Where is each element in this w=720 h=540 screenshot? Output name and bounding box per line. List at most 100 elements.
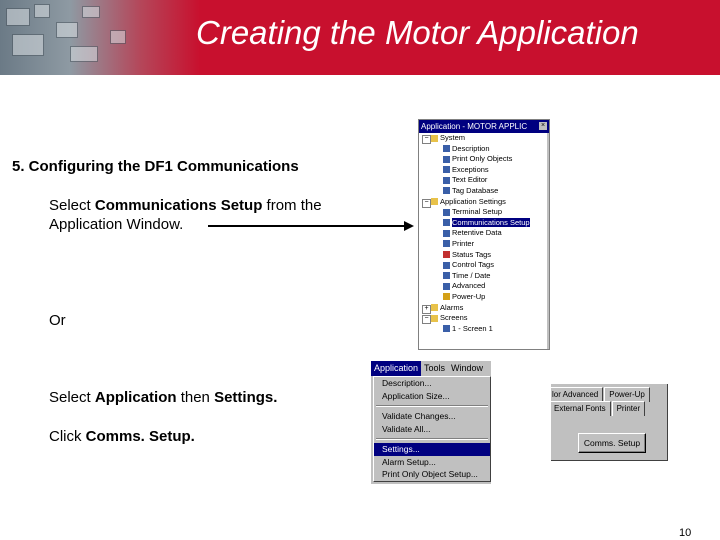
document-icon — [443, 145, 450, 153]
tree-item[interactable]: Text Editor — [419, 175, 549, 186]
tree-scrollbar[interactable] — [547, 133, 549, 349]
menu-window[interactable]: Window — [451, 363, 484, 373]
print-icon — [443, 155, 450, 163]
tree-item[interactable]: 1 - Screen 1 — [419, 324, 549, 335]
comms-setup-button[interactable]: Comms. Setup — [578, 433, 646, 453]
tab-external-fonts[interactable]: External Fonts — [551, 401, 611, 416]
instruction-text: from the — [262, 197, 322, 214]
tree-item-label: Print Only Objects — [452, 154, 513, 164]
tree-item-label: Retentive Data — [452, 228, 502, 238]
tree-item[interactable]: −System — [419, 133, 549, 144]
tree-item-label: Time / Date — [452, 270, 491, 280]
menu-item[interactable]: Validate Changes... — [382, 411, 456, 421]
tree-item[interactable]: Printer — [419, 239, 549, 250]
close-icon[interactable]: × — [539, 122, 547, 130]
tree-item-label: Alarms — [440, 302, 464, 312]
tree-item-label: Power-Up — [452, 291, 486, 301]
tree-item[interactable]: −Screens — [419, 313, 549, 325]
folder-icon — [431, 304, 438, 312]
tree-item[interactable]: Control Tags — [419, 260, 549, 271]
instruction-emphasis: Settings. — [214, 389, 278, 406]
tree-window-title: Application - MOTOR APPLIC — [421, 122, 528, 131]
tab-color-advanced[interactable]: lor Advanced — [551, 387, 604, 402]
instruction-line-1: Select Communications Setup from the — [49, 196, 322, 215]
tree-item[interactable]: Terminal Setup — [419, 207, 549, 218]
header-decoration-image — [0, 0, 200, 75]
tree-item[interactable]: Retentive Data — [419, 228, 549, 239]
printer-icon — [443, 240, 450, 248]
instruction-text: Click — [49, 428, 86, 445]
menu-tools[interactable]: Tools — [424, 363, 446, 373]
folder-icon — [431, 134, 438, 142]
application-dropdown: Description... Application Size... Validat… — [373, 376, 491, 482]
instruction-emphasis: Application — [94, 389, 177, 406]
folder-icon — [431, 314, 438, 322]
retentive-icon — [443, 229, 450, 237]
slide-title: Creating the Motor Application — [196, 14, 639, 51]
tree-item[interactable]: + Alarms — [419, 303, 549, 314]
clock-icon — [443, 272, 450, 280]
tree-item-label: Printer — [452, 238, 475, 248]
expand-icon[interactable]: + — [422, 304, 431, 314]
menu-item[interactable]: Application Size... — [382, 390, 450, 401]
advanced-icon — [443, 282, 450, 290]
tree-item[interactable]: Advanced — [419, 281, 549, 292]
menu-item[interactable]: Print Only Object Setup... — [382, 469, 478, 479]
instruction-text: Select — [49, 389, 95, 406]
tree-item[interactable]: Time / Date — [419, 271, 549, 282]
step-heading: 5. Configuring the DF1 Communications — [12, 158, 299, 175]
menu-separator — [376, 405, 488, 407]
tree-item-label: Screens — [440, 313, 468, 323]
menu-item[interactable]: Validate All... — [382, 423, 431, 434]
tree-window-titlebar: Application - MOTOR APPLIC × — [419, 120, 549, 133]
instruction-text: then — [176, 389, 215, 406]
collapse-icon[interactable]: − — [422, 135, 431, 144]
instruction-emphasis: Communications Setup — [94, 197, 263, 214]
tree-item[interactable]: Power-Up — [419, 292, 549, 303]
menu-item[interactable]: Description... — [382, 378, 432, 388]
tree-item[interactable]: Tag Database — [419, 186, 549, 197]
menu-application[interactable]: Application — [371, 361, 422, 376]
collapse-icon[interactable]: − — [422, 315, 431, 325]
tree-item-label: Advanced — [452, 281, 486, 291]
tree-item-label: Description — [452, 143, 490, 153]
tree-item[interactable]: Status Tags — [419, 250, 549, 261]
status-tag-icon — [443, 251, 450, 259]
pointer-arrowhead — [404, 221, 414, 231]
database-icon — [443, 187, 450, 195]
text-icon — [443, 176, 450, 184]
folder-icon — [431, 198, 438, 206]
tree-item[interactable]: Print Only Objects — [419, 154, 549, 165]
tree-item-label: Text Editor — [452, 175, 488, 185]
tree-item-label: Application Settings — [440, 196, 506, 206]
control-tag-icon — [443, 261, 450, 269]
tree-item[interactable]: Description — [419, 144, 549, 155]
comms-icon — [443, 219, 450, 227]
instruction-text: Select — [49, 197, 95, 214]
instruction-line-4: Click Comms. Setup. — [49, 427, 195, 446]
or-text: Or — [49, 312, 66, 329]
tree-item-label: 1 - Screen 1 — [452, 323, 493, 333]
tree-item[interactable]: Communications Setup — [419, 217, 549, 229]
menu-item[interactable]: Alarm Setup... — [382, 456, 436, 467]
tree-item-label: Exceptions — [452, 164, 489, 174]
slide-header: Creating the Motor Application — [0, 0, 720, 75]
tree-item-label: Tag Database — [452, 185, 499, 195]
menu-item[interactable]: Settings... — [374, 443, 490, 456]
tree-item-label: System — [440, 133, 466, 142]
tab-printer[interactable]: Printer — [611, 401, 646, 416]
tree-item[interactable]: Exceptions — [419, 165, 549, 176]
tree-item-label: Communications Setup — [452, 217, 530, 227]
collapse-icon[interactable]: − — [422, 198, 431, 208]
tab-power-up[interactable]: Power-Up — [604, 387, 650, 402]
instruction-line-3: Select Application then Settings. — [49, 388, 277, 407]
tree-item[interactable]: −Application Settings — [419, 197, 549, 208]
exception-icon — [443, 166, 450, 174]
tree-item-label: Terminal Setup — [452, 207, 503, 217]
